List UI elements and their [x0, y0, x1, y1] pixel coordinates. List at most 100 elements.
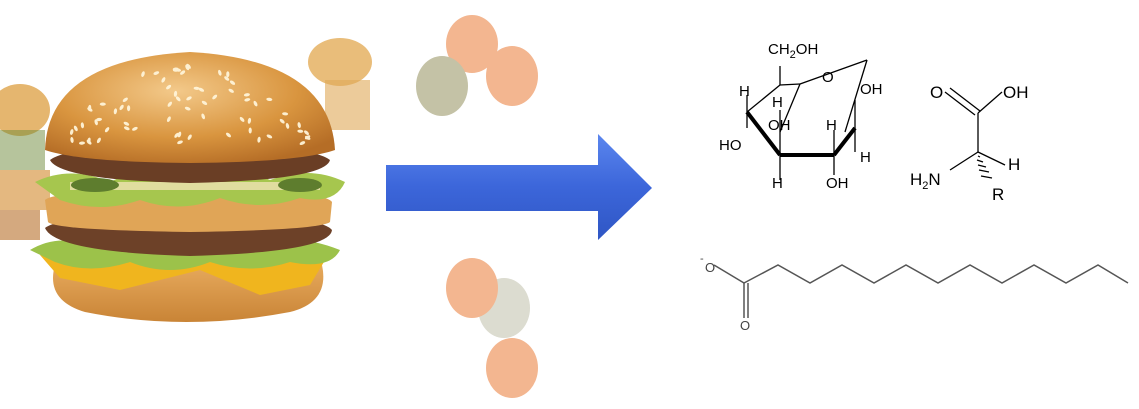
sesame-seed [186, 96, 192, 101]
sesame-seed [193, 86, 200, 90]
glucose-label: H [739, 83, 750, 100]
sesame-seed [70, 137, 74, 143]
ch2oh-oh: OH [796, 41, 819, 58]
sesame-seed [73, 125, 78, 132]
carboxylate-oxygen-bottom: O [740, 318, 750, 333]
amino-acid-labels: O OH H H2N R [910, 83, 1029, 204]
sesame-seed [187, 134, 192, 140]
glucose-label: OH [768, 117, 791, 134]
sesame-seed [201, 100, 208, 105]
sesame-seed [297, 122, 301, 129]
glucose-label: H [772, 94, 783, 111]
sesame-seed [247, 117, 252, 124]
sesame-seed [166, 116, 171, 122]
sesame-seed [184, 106, 191, 111]
sesame-seed [132, 126, 138, 131]
sesame-seed [243, 93, 250, 97]
side-chain-r: R [992, 185, 1004, 204]
sesame-seed [172, 67, 179, 71]
sesame-seed [228, 88, 234, 93]
sesame-seed [175, 96, 181, 102]
sesame-seed [226, 71, 230, 78]
sesame-seed [177, 131, 182, 138]
glucose-label: H [826, 117, 837, 134]
molecule-cluster-bottom [446, 258, 538, 398]
background-burger-left [0, 84, 50, 240]
sesame-seed [69, 129, 74, 135]
sesame-seed [218, 69, 222, 76]
pickle-left [71, 178, 119, 192]
greygreen-circle [416, 56, 468, 116]
glucose-structure [745, 59, 868, 180]
glucose-labels: CH2OH O H OH H OH H HO H OH H [719, 41, 883, 192]
svg-text:H2N: H2N [910, 170, 941, 192]
sesame-seed [185, 64, 190, 71]
sesame-seed [239, 116, 245, 122]
peach-circle [446, 258, 498, 318]
sesame-seed [299, 141, 306, 146]
sesame-seed [297, 129, 304, 133]
sesame-seed [266, 97, 273, 102]
process-arrow [386, 134, 652, 240]
glucose-label: H [772, 175, 783, 192]
sauce [70, 182, 320, 190]
peach-circle [446, 15, 498, 73]
carboxylate-oxygen-top: O [705, 260, 715, 275]
peach-circle [486, 338, 538, 398]
sesame-seed [99, 102, 106, 106]
glucose-label: HO [719, 137, 742, 154]
sesame-seed [224, 76, 230, 81]
sesame-seed [266, 134, 273, 139]
carboxyl-oh: OH [1003, 83, 1029, 102]
peach-circle [486, 46, 538, 106]
sesame-seed [177, 140, 183, 145]
sesame-seed [244, 98, 251, 102]
sesame-seed [123, 126, 130, 131]
glucose-label: OH [826, 175, 849, 192]
fatty-acid-structure [713, 264, 1129, 318]
sesame-seed [80, 122, 85, 129]
ch2oh-sub: 2 [790, 49, 796, 61]
sesame-seed [212, 94, 218, 100]
sesame-seed [186, 63, 191, 69]
sesame-seed [198, 87, 205, 92]
burger-image [0, 38, 372, 322]
sesame-seed [96, 117, 102, 122]
sesame-seed [282, 112, 289, 116]
ch2oh-c: CH [768, 41, 790, 58]
pickle-right [278, 178, 322, 192]
sesame-seed [123, 121, 130, 126]
amine-n: N [928, 170, 940, 189]
sesame-seed [253, 100, 258, 107]
sesame-seed [180, 70, 186, 75]
sesame-seed [174, 132, 179, 138]
sesame-seed [119, 104, 124, 111]
sesame-seed [153, 71, 160, 75]
sesame-seed [113, 108, 118, 115]
fatty-acid-labels: - O O [700, 253, 750, 333]
carbonyl-oxygen: O [930, 83, 943, 102]
sesame-seed [104, 127, 110, 133]
svg-text:CH2OH: CH2OH [768, 41, 818, 61]
molecule-cluster-top [416, 15, 538, 116]
glucose-label: OH [860, 81, 883, 98]
sesame-seed [122, 97, 128, 103]
glucose-label: H [860, 149, 871, 166]
sesame-seed [126, 105, 131, 112]
sesame-seed [279, 118, 285, 124]
sesame-seed [167, 101, 173, 107]
sesame-seed [96, 137, 101, 144]
sesame-seed [141, 71, 145, 77]
amine-sub: 2 [922, 180, 928, 192]
amino-acid-structure [944, 87, 1006, 179]
sesame-seed [166, 84, 172, 90]
ring-oxygen: O [822, 69, 834, 86]
sesame-seeds [69, 63, 311, 146]
sesame-seed [257, 136, 261, 143]
sesame-seed [79, 141, 85, 145]
carboxylate-charge: - [700, 253, 704, 265]
sesame-seed [304, 130, 309, 136]
sesame-seed [304, 135, 311, 140]
sesame-seed [285, 122, 290, 129]
